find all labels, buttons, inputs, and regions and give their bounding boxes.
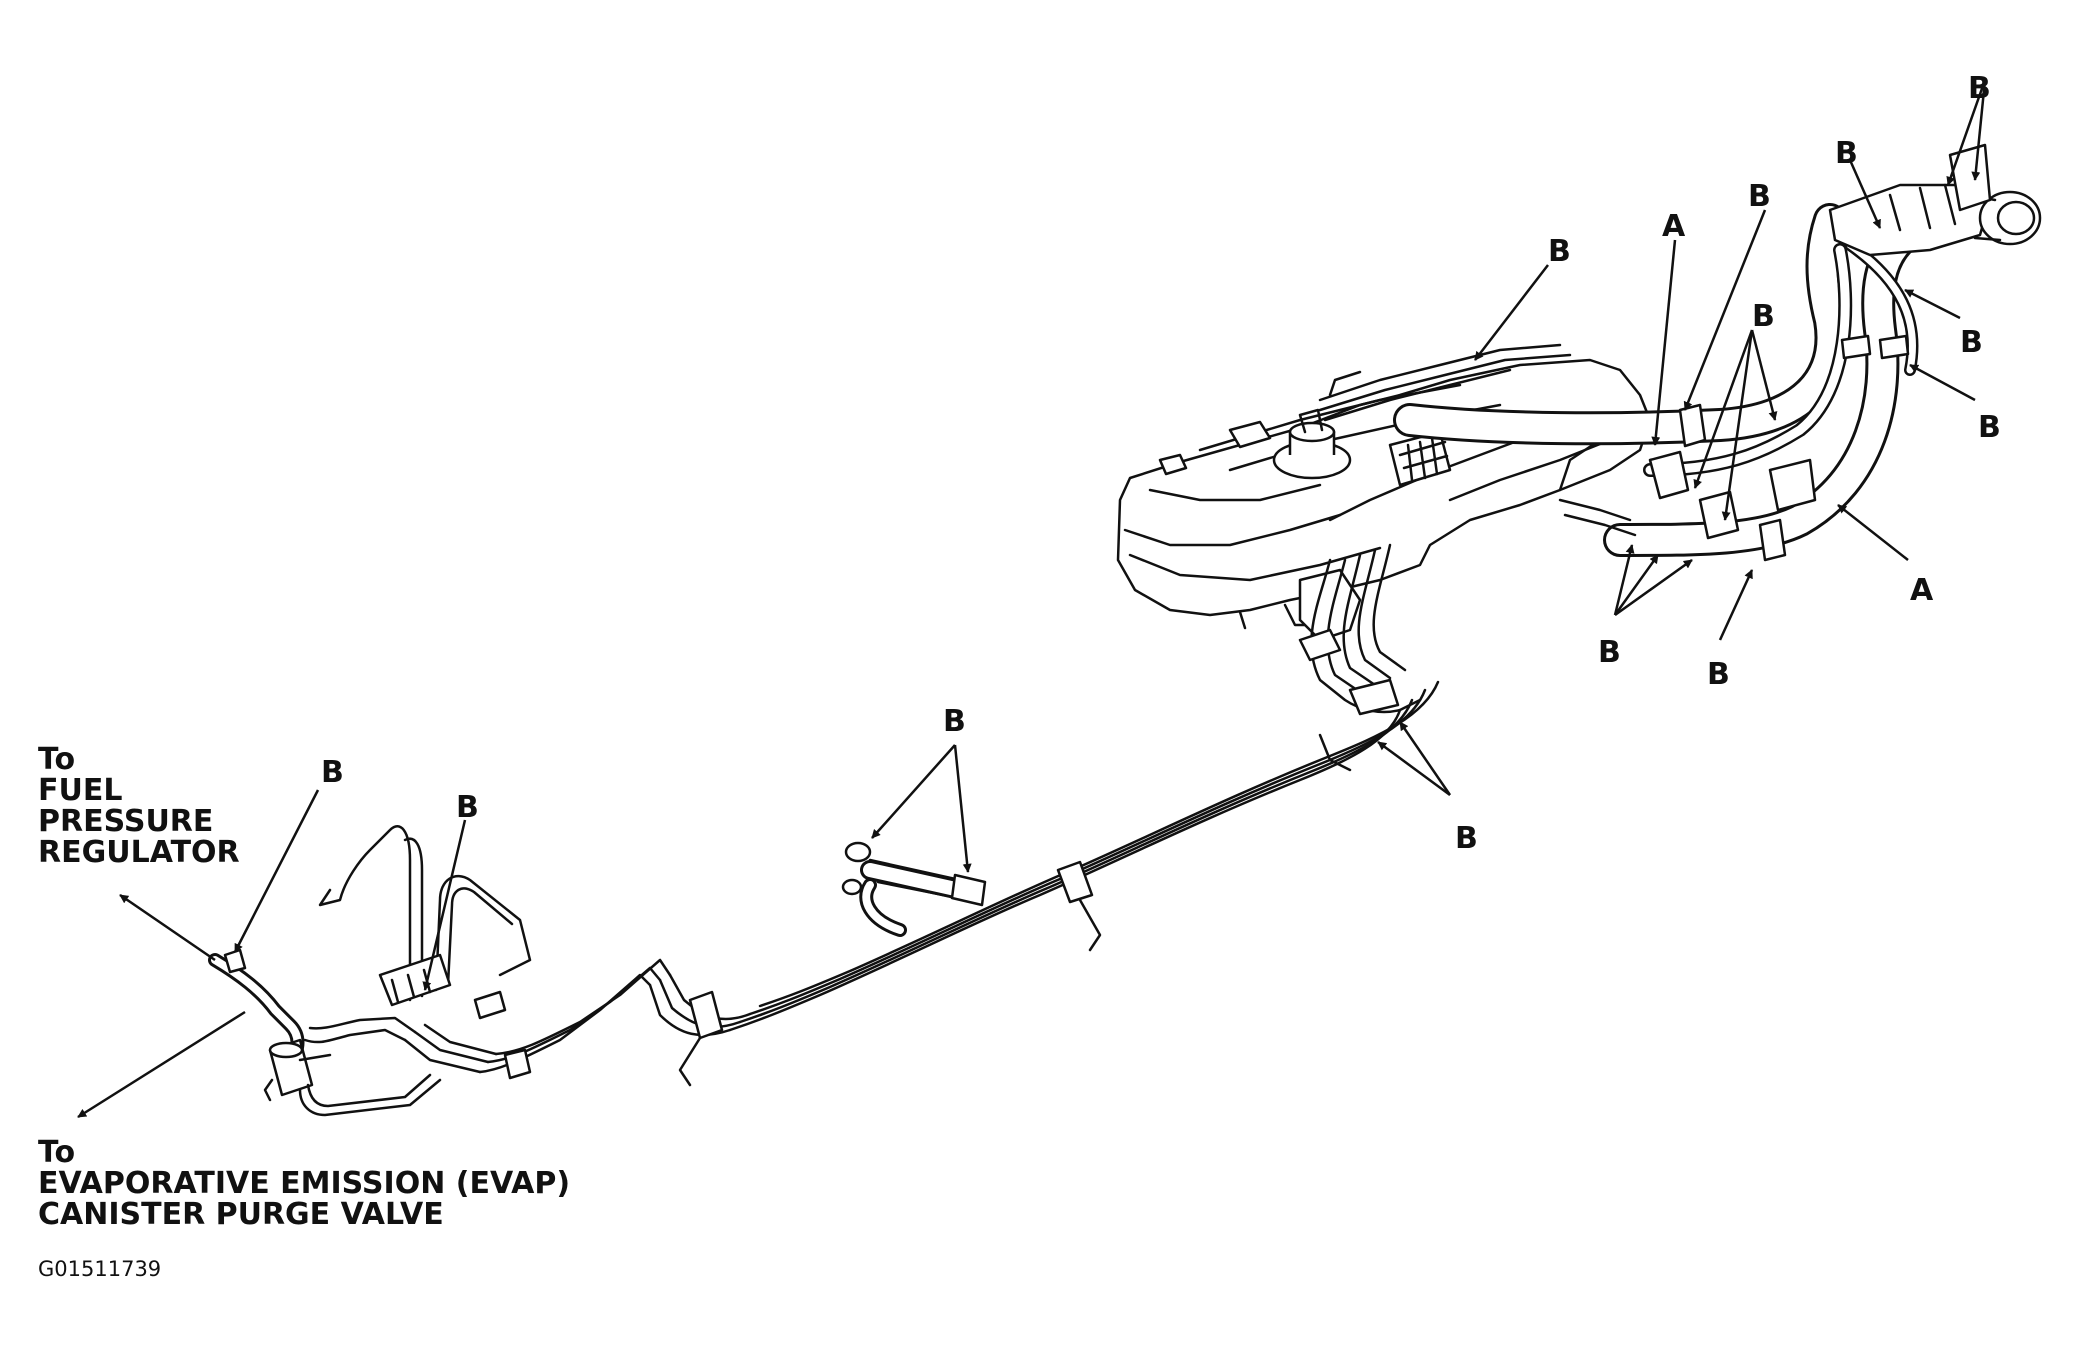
callout-b: B [1548,234,1571,269]
left-end-assembly [208,825,532,1117]
callout-a: A [1910,573,1934,608]
leader-lines [77,79,1987,1119]
svg-text:EVAPORATIVE EMISSION (EVAP): EVAPORATIVE EMISSION (EVAP) [38,1166,570,1201]
callout-labels: B B B B A B A B B B B B B B B [321,71,2001,856]
svg-text:REGULATOR: REGULATOR [38,835,240,870]
callout-b: B [1455,821,1478,856]
svg-text:To: To [38,1135,75,1170]
callout-b: B [1968,71,1991,106]
callout-b: B [456,790,479,825]
callout-b: B [1835,136,1858,171]
svg-text:To: To [38,742,75,777]
mid-hose-filter [841,841,987,937]
callout-b: B [1752,299,1775,334]
fuel-tank [1116,343,1652,642]
callout-b: B [1960,325,1983,360]
callout-b: B [1707,657,1730,692]
svg-text:PRESSURE: PRESSURE [38,804,213,839]
callout-b: B [1598,635,1621,670]
callout-b: B [943,704,966,739]
figure-code: G01511739 [38,1257,161,1281]
fuel-line-bundle [403,543,1440,1087]
evap-canister-purge-valve-label: To EVAPORATIVE EMISSION (EVAP) CANISTER … [38,1135,570,1232]
svg-text:CANISTER PURGE VALVE: CANISTER PURGE VALVE [38,1197,444,1232]
callout-a: A [1662,209,1686,244]
callout-b: B [1978,410,2001,445]
callout-b: B [321,755,344,790]
fuel-pressure-regulator-label: To FUEL PRESSURE REGULATOR [38,742,240,870]
callout-b: B [1748,179,1771,214]
svg-text:FUEL: FUEL [38,773,122,808]
